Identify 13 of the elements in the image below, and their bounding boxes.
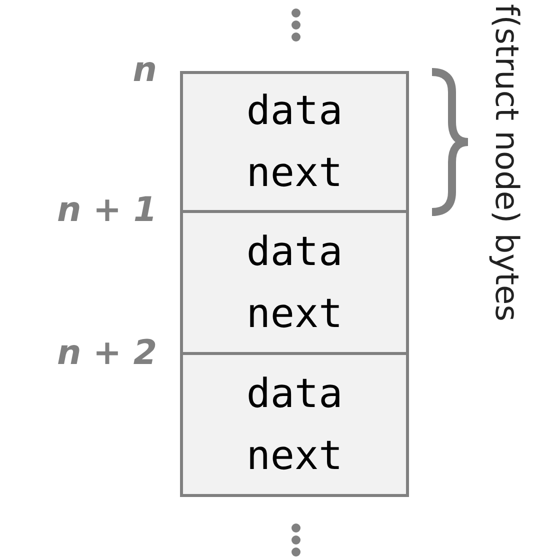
field-name: data bbox=[246, 228, 343, 276]
memory-cell bbox=[180, 355, 409, 497]
field-name: data bbox=[246, 370, 343, 418]
address-label: n + 1 bbox=[56, 190, 157, 230]
address-label: n bbox=[132, 50, 157, 90]
field-name: next bbox=[246, 149, 343, 198]
memory-cell bbox=[180, 71, 409, 213]
address-label: n + 2 bbox=[56, 333, 157, 373]
size-label: f(struct node) bytes bbox=[488, 4, 526, 322]
field-name: data bbox=[246, 87, 343, 136]
memory-cell bbox=[180, 213, 409, 355]
field-name: next bbox=[246, 432, 343, 480]
field-name: next bbox=[246, 290, 343, 338]
